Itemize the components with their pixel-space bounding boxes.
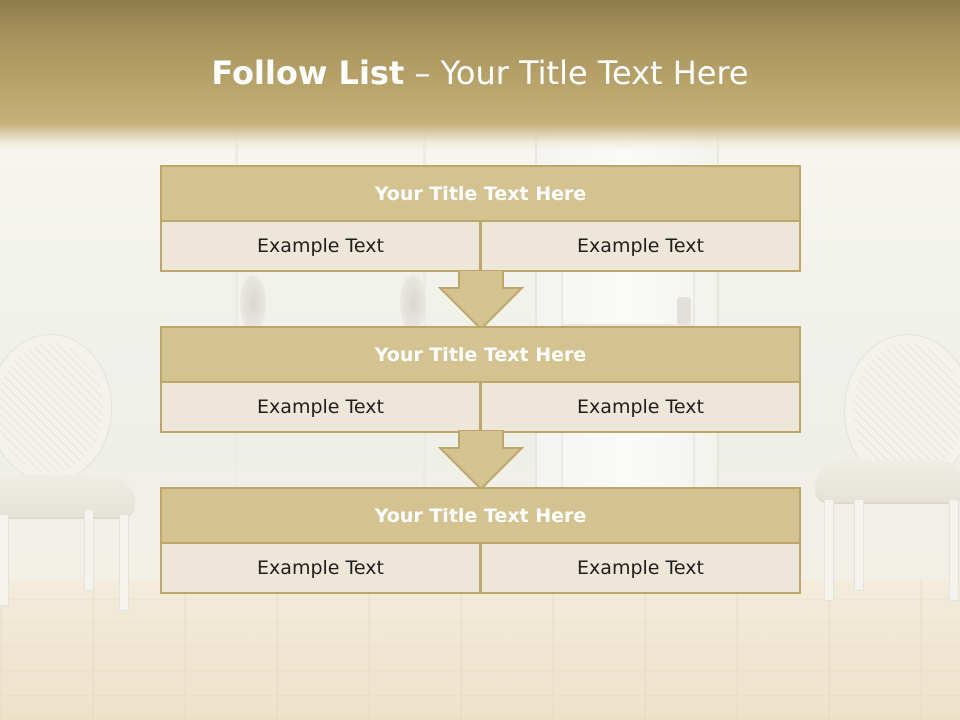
block-cell-left: Example Text: [160, 383, 481, 433]
flow-block-3: Your Title Text Here Example Text Exampl…: [160, 487, 801, 594]
title-rest: Your Title Text Here: [440, 54, 749, 92]
title-strong: Follow List: [211, 54, 405, 92]
background-ornament: [240, 275, 266, 331]
block-cell-right: Example Text: [480, 222, 801, 272]
block-cell-right: Example Text: [480, 383, 801, 433]
slide-title: Follow List – Your Title Text Here: [0, 54, 960, 92]
down-arrow-icon: [438, 270, 524, 331]
block-title: Your Title Text Here: [160, 326, 801, 383]
block-cell-left: Example Text: [160, 222, 481, 272]
title-separator: –: [404, 54, 441, 92]
background-chair-right: [805, 335, 960, 610]
block-title: Your Title Text Here: [160, 487, 801, 544]
block-title: Your Title Text Here: [160, 165, 801, 222]
down-arrow-icon: [438, 430, 524, 491]
block-cell-right: Example Text: [480, 544, 801, 594]
title-band: [0, 0, 960, 150]
background-chair-left: [0, 335, 155, 610]
background-ornament: [400, 275, 426, 331]
block-cell-left: Example Text: [160, 544, 481, 594]
background-door-handle: [677, 297, 691, 325]
flow-block-1: Your Title Text Here Example Text Exampl…: [160, 165, 801, 272]
flow-block-2: Your Title Text Here Example Text Exampl…: [160, 326, 801, 433]
background-floor: [0, 580, 960, 720]
